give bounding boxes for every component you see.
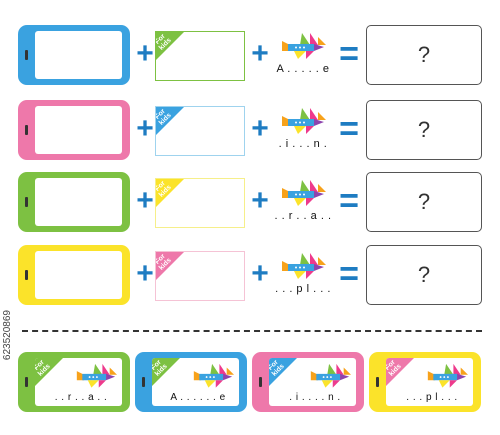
word-hint: . i . . . . n . <box>289 392 341 403</box>
phone-home-button <box>259 377 262 387</box>
airplane-icon <box>310 363 351 388</box>
for-kids-badge: For kids <box>156 107 184 135</box>
phone-screen <box>35 178 122 226</box>
airplane-icon <box>282 253 326 279</box>
plus-sign: + <box>251 257 269 290</box>
answer-card-yellow[interactable]: For kids . . . p l . . . <box>369 352 481 412</box>
phone-home-button <box>25 125 28 135</box>
for-kids-badge: For kids <box>152 358 180 386</box>
equals-sign: = <box>339 255 359 293</box>
airplane-icon <box>427 363 468 388</box>
plus-sign: + <box>136 37 154 70</box>
question-mark: ? <box>417 189 431 214</box>
phone-screen <box>35 251 122 299</box>
question-mark: ? <box>417 42 431 67</box>
word-hint: A . . . . . . e <box>170 392 226 403</box>
badge-corner <box>156 179 184 207</box>
for-kids-badge: For kids <box>156 252 184 280</box>
badge-corner <box>386 358 414 386</box>
for-kids-badge: For kids <box>35 358 63 386</box>
badge-corner <box>156 252 184 280</box>
for-kids-badge: For kids <box>386 358 414 386</box>
badge-corner <box>35 358 63 386</box>
word-hint: . . r . . a . . <box>274 210 332 222</box>
for-kids-card: For kids <box>155 106 245 156</box>
plus-sign: + <box>136 112 154 145</box>
for-kids-badge: For kids <box>269 358 297 386</box>
phone-screen <box>35 31 122 79</box>
phone-screen: For kids . i . . . . n . <box>269 358 356 406</box>
for-kids-card: For kids <box>155 178 245 228</box>
phone-blue <box>18 25 130 85</box>
answer-box[interactable]: ? <box>366 100 482 160</box>
phone-home-button <box>142 377 145 387</box>
answer-box[interactable]: ? <box>366 25 482 85</box>
airplane-icon <box>282 33 326 59</box>
plus-sign: + <box>136 184 154 217</box>
for-kids-badge: For kids <box>156 32 184 60</box>
word-hint: . . . p l . . . <box>406 392 458 403</box>
plus-sign: + <box>251 184 269 217</box>
plus-sign: + <box>251 112 269 145</box>
plus-sign: + <box>251 37 269 70</box>
word-hint: . i . . . n . <box>278 138 328 150</box>
phone-screen: For kids . . r . . a . . <box>35 358 122 406</box>
word-hint: . . r . . a . . <box>54 392 108 403</box>
stock-id-watermark: 623520869 <box>2 310 13 361</box>
phone-home-button <box>25 270 28 280</box>
for-kids-badge: For kids <box>156 179 184 207</box>
phone-screen <box>35 106 122 154</box>
equals-sign: = <box>339 35 359 73</box>
phone-screen: For kids . . . p l . . . <box>386 358 473 406</box>
for-kids-card: For kids <box>155 31 245 81</box>
question-mark: ? <box>417 262 431 287</box>
phone-home-button <box>25 197 28 207</box>
dashed-divider <box>22 330 482 332</box>
equals-sign: = <box>339 182 359 220</box>
airplane-icon <box>282 180 326 206</box>
equals-sign: = <box>339 110 359 148</box>
badge-corner <box>156 107 184 135</box>
phone-pink <box>18 100 130 160</box>
phone-screen: For kids A . . . . . . e <box>152 358 239 406</box>
answer-card-green[interactable]: For kids . . r . . a . . <box>18 352 130 412</box>
badge-corner <box>269 358 297 386</box>
airplane-icon <box>76 363 117 388</box>
answer-card-pink[interactable]: For kids . i . . . . n . <box>252 352 364 412</box>
airplane-icon <box>282 108 326 134</box>
word-hint: A . . . . . e <box>276 63 330 75</box>
word-hint: . . . p l . . . <box>275 283 331 295</box>
phone-home-button <box>376 377 379 387</box>
airplane-icon <box>193 363 234 388</box>
answer-box[interactable]: ? <box>366 245 482 305</box>
badge-corner <box>156 32 184 60</box>
phone-yellow <box>18 245 130 305</box>
answer-box[interactable]: ? <box>366 172 482 232</box>
plus-sign: + <box>136 257 154 290</box>
for-kids-card: For kids <box>155 251 245 301</box>
badge-corner <box>152 358 180 386</box>
question-mark: ? <box>417 117 431 142</box>
phone-home-button <box>25 377 28 387</box>
answer-card-blue[interactable]: For kids A . . . . . . e <box>135 352 247 412</box>
phone-home-button <box>25 50 28 60</box>
phone-green <box>18 172 130 232</box>
